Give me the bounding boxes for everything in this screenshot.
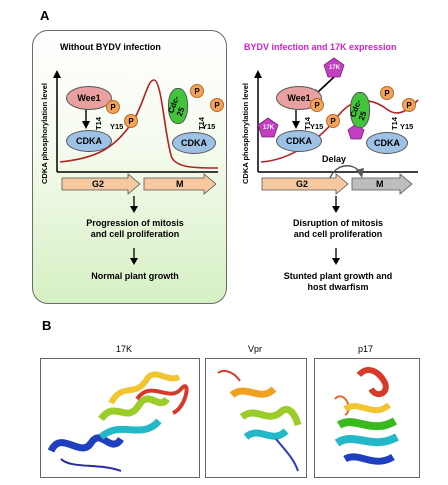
right-cdka-2: CDKA xyxy=(366,132,408,154)
right-cdc25: Cdc-25 xyxy=(348,92,370,128)
left-phosphorylation-curve xyxy=(59,79,219,169)
left-outcome-2: Normal plant growth xyxy=(91,271,179,281)
delay-label: Delay xyxy=(322,154,347,164)
left-cdka-1: CDKA xyxy=(66,130,112,152)
left-outcome-1-line-2: and cell proliferation xyxy=(90,229,180,239)
left-wee1: Wee1 xyxy=(66,86,112,110)
right-phosphate-2: P xyxy=(326,114,340,128)
left-g2-arrow xyxy=(61,173,141,195)
right-phosphate-1: P xyxy=(310,98,324,112)
right-outcome-2: Stunted plant growth and host dwarfism xyxy=(258,271,418,293)
left-axes xyxy=(53,70,218,173)
protein-ribbon-icon xyxy=(334,366,399,465)
structure-p17 xyxy=(314,358,420,478)
left-panel-title: Without BYDV infection xyxy=(60,42,161,52)
right-phosphate-4: P xyxy=(402,98,416,112)
right-m-arrow xyxy=(351,173,413,195)
left-phosphate-4: P xyxy=(210,98,224,112)
right-y-axis-label: CDKA phosphorylation level xyxy=(241,83,250,184)
right-axes xyxy=(254,70,418,173)
left-cdc25: Cdc-25 xyxy=(166,88,188,124)
protein-ribbon-icon xyxy=(217,369,302,472)
right-outcome-1-line-2: and cell proliferation xyxy=(293,229,383,239)
left-cdka-2: CDKA xyxy=(172,132,216,154)
right-outcome-1-line-1: Disruption of mitosis xyxy=(293,218,383,228)
structure-label-17k: 17K xyxy=(116,344,133,354)
right-g2-arrow xyxy=(261,173,349,195)
right-cdka-1: CDKA xyxy=(276,130,322,152)
left-phase-g2: G2 xyxy=(92,179,105,189)
protein-ribbon-icon xyxy=(47,371,189,472)
left-phase-m: M xyxy=(176,179,184,189)
right-site-y15-b: Y15 xyxy=(400,122,414,131)
right-cdc25-label: Cdc-25 xyxy=(348,98,369,122)
left-site-y15: Y15 xyxy=(110,122,124,131)
panel-a-label: A xyxy=(40,8,50,23)
left-m-arrow xyxy=(143,173,217,195)
left-outcome-1: Progression of mitosis and cell prolifer… xyxy=(60,218,210,240)
left-site-y15-b: Y15 xyxy=(202,122,216,131)
right-outcome-1: Disruption of mitosis and cell prolifera… xyxy=(258,218,418,240)
left-cdc25-label: Cdc-25 xyxy=(166,94,187,118)
structure-vpr xyxy=(205,358,307,478)
right-phase-g2: G2 xyxy=(296,179,309,189)
right-panel-title: BYDV infection and 17K expression xyxy=(244,42,397,52)
left-phosphate-2: P xyxy=(124,114,138,128)
right-site-y15: Y15 xyxy=(310,122,324,131)
pentagon-17k-left-label: 17K xyxy=(263,125,275,131)
right-phase-m: M xyxy=(376,179,384,189)
left-outcome-1-line-1: Progression of mitosis xyxy=(86,218,184,228)
left-phosphate-3: P xyxy=(190,84,204,98)
right-site-t14-b: T14 xyxy=(390,117,399,130)
pentagon-17k-left xyxy=(257,117,279,138)
right-phosphate-3: P xyxy=(380,86,394,100)
structure-17k xyxy=(40,358,200,478)
panel-b-label: B xyxy=(42,318,52,333)
left-site-t14: T14 xyxy=(94,117,103,130)
right-outcome-2-line-2: host dwarfism xyxy=(307,282,369,292)
left-phosphate-1: P xyxy=(106,100,120,114)
pentagon-17k-top xyxy=(323,57,345,78)
structure-label-p17: p17 xyxy=(358,344,374,354)
pentagon-17k-top-label: 17K xyxy=(329,65,341,71)
structure-label-vpr: Vpr xyxy=(248,344,263,354)
right-outcome-2-line-1: Stunted plant growth and xyxy=(283,271,393,281)
